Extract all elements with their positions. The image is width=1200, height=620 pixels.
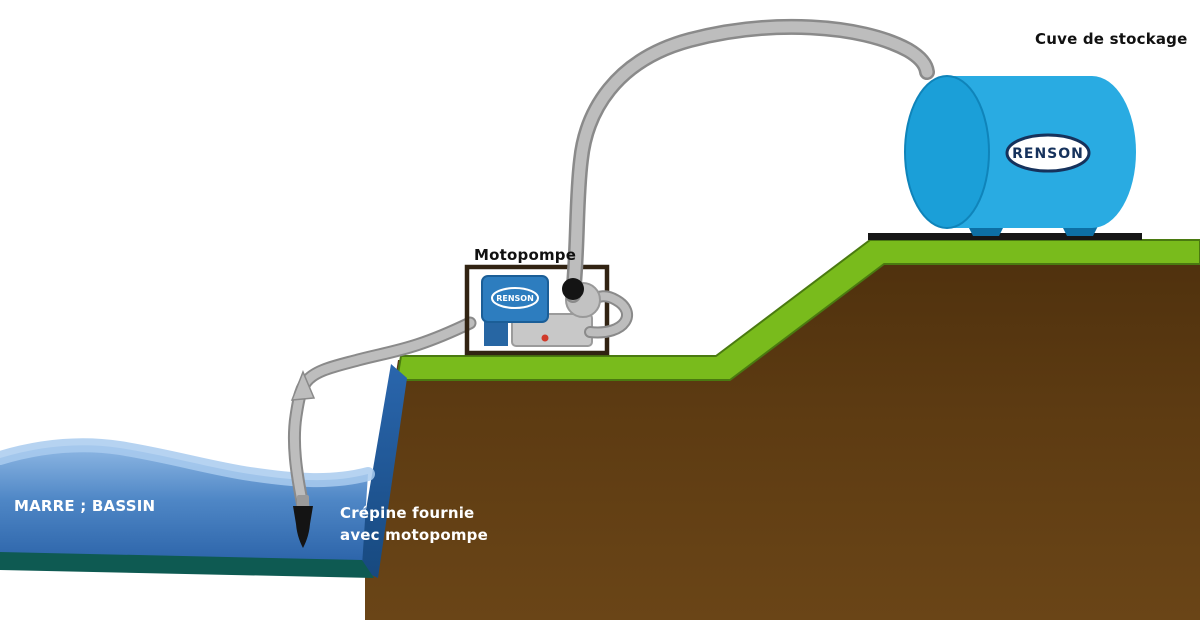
tank-base-line: [868, 233, 1142, 240]
pump-outlet-port-icon: [562, 278, 584, 300]
pump-frame: [464, 264, 610, 356]
tank-leg-left: [968, 226, 1004, 236]
renson-logo-pump-text: RENSON: [496, 294, 534, 303]
pond-water: [0, 445, 368, 566]
strainer-coupling: [297, 495, 309, 508]
hose-bend-arrow-icon: [290, 370, 316, 401]
tank-end-cap: [904, 75, 990, 229]
renson-logo-pump-icon: [491, 287, 539, 309]
strainer-label-line2: avec motopompe: [340, 526, 488, 544]
strainer-body: [293, 506, 313, 548]
pump-label: Motopompe: [474, 246, 577, 264]
storage-tank-label: Cuve de stockage: [1035, 30, 1188, 48]
tank-leg-right: [1062, 226, 1098, 236]
suction-hose: [287, 316, 477, 513]
strainer-icon: [293, 495, 313, 548]
earth-terrain: [365, 242, 1200, 620]
pond-label: MARRE ; BASSIN: [14, 497, 156, 515]
cliff-water-edge: [356, 364, 407, 578]
strainer-label-line1: Crépine fournie: [340, 504, 475, 522]
pump-unit: RENSON: [464, 264, 633, 356]
cliff-water-strip: [356, 364, 407, 578]
water-surface-highlight: [0, 438, 375, 488]
pipe-fill: [567, 21, 933, 301]
pond-bed: [0, 552, 374, 578]
pond: [0, 438, 375, 578]
grass-band: [396, 239, 1200, 381]
pump-switch-dot: [541, 334, 549, 342]
delivery-pipe: [562, 18, 935, 303]
earth-body: [365, 242, 1200, 620]
engine-foot: [484, 320, 508, 346]
strainer-label: Crépine fournie avec motopompe: [340, 502, 488, 546]
renson-logo-tank-icon: [1005, 133, 1091, 173]
renson-logo-tank-text: RENSON: [1012, 146, 1084, 162]
storage-tank: RENSON: [868, 75, 1142, 240]
grass-surface: [396, 239, 1200, 381]
